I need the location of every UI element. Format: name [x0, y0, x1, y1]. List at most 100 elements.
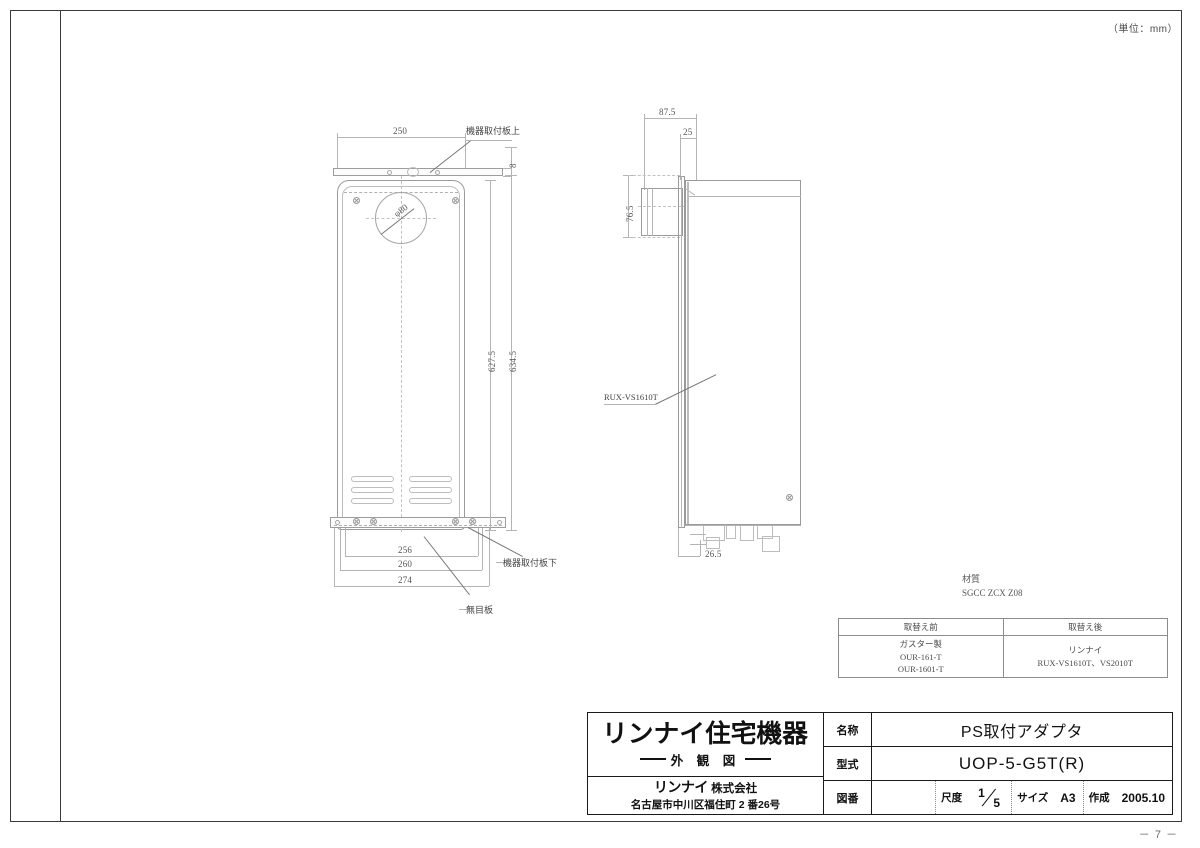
ext-line — [644, 118, 645, 190]
dim-bottom-offset: 26.5 — [705, 549, 722, 559]
center-boss — [407, 167, 419, 177]
fixing-screw — [435, 169, 440, 175]
ext-line — [696, 118, 697, 180]
row-drawing-number: 図番 尺度 1 5 サイズ A3 作成 2005.10 — [824, 781, 1172, 814]
ext-line — [465, 137, 466, 175]
fixing-screw — [497, 520, 502, 525]
louver-slot — [409, 498, 452, 504]
meta-group: 尺度 1 5 サイズ A3 作成 2005.10 — [935, 781, 1172, 814]
company-address: 名古屋市中川区福住町 2 番26号 — [630, 798, 781, 811]
value-scale: 1 5 — [967, 781, 1011, 814]
dim-line-25 — [680, 138, 696, 139]
dim-line-8 — [511, 147, 512, 175]
brand-cell: リンナイ住宅機器 外 観 図 — [588, 713, 823, 777]
value-created: 2005.10 — [1121, 790, 1165, 805]
before-maker: ガスター製 — [899, 639, 942, 650]
sheet-border — [10, 10, 1182, 822]
dim-flange: 25 — [683, 127, 693, 137]
dim-height-outer: 634.5 — [508, 350, 518, 372]
ext-line — [345, 528, 346, 556]
dim-tick — [485, 180, 496, 181]
heater-body-side — [685, 180, 801, 525]
ext-line — [680, 138, 681, 180]
dim-tick — [506, 530, 517, 531]
leader-shelf — [496, 562, 506, 563]
replacement-table: 取替え前 取替え後 ガスター製 OUR-161-T OUR-1601-T リンナ… — [838, 617, 1168, 679]
company-suffix: 株式会社 — [711, 782, 758, 795]
fixing-screw — [335, 520, 340, 525]
dim-tick — [696, 134, 697, 142]
body-screw — [469, 518, 476, 525]
label-blind-panel: 無目板 — [466, 605, 494, 615]
body-screw — [353, 518, 360, 525]
ext-line — [489, 528, 490, 586]
page-number: － 7 － — [1138, 829, 1178, 841]
label-mount-plate-top: 機器取付板上 — [466, 126, 521, 136]
company-name: リンナイ 株式会社 — [654, 779, 757, 798]
company-brand: リンナイ — [653, 779, 709, 796]
rule-left — [639, 758, 666, 760]
value-drawing-number — [872, 781, 935, 814]
louver-slot — [351, 498, 394, 504]
value-size: A3 — [1060, 790, 1076, 805]
row-model: 型式 UOP-5-G5T(R) — [824, 747, 1172, 781]
drawing-type-row: 外 観 図 — [639, 750, 772, 769]
leader-shelf — [466, 140, 512, 141]
title-block-left: リンナイ住宅機器 外 観 図 リンナイ 株式会社 名古屋市中川区福住町 2 番2… — [588, 713, 824, 814]
dim-tick — [485, 530, 496, 531]
dim-top-width: 250 — [393, 126, 408, 136]
ext-line — [478, 528, 479, 556]
dim-depth-total: 87.5 — [659, 107, 676, 117]
dim-duct-diameter: 76.5 — [625, 205, 635, 222]
body-screw — [353, 197, 360, 204]
hot-water-connection — [740, 525, 754, 541]
dim-line-634 — [511, 175, 512, 530]
dim-bottom-w2: 260 — [398, 559, 413, 569]
dim-bottom-w1: 256 — [398, 545, 413, 555]
leader-shelf — [459, 609, 469, 610]
centerline-spigot — [638, 206, 686, 207]
louver-slot — [409, 476, 452, 482]
ext-line — [337, 137, 338, 175]
dim-line-250 — [337, 137, 465, 138]
table-header-row: 取替え前 取替え後 — [838, 617, 1168, 637]
dim-line-256 — [345, 556, 478, 557]
unit-note: （単位：mm） — [1107, 24, 1178, 35]
heater-top-fold — [688, 196, 801, 197]
table-header-after: 取替え後 — [1002, 617, 1168, 637]
title-block-right: 名称 PS取付アダプタ 型式 UOP-5-G5T(R) 図番 尺度 1 5 — [824, 713, 1172, 814]
dim-line-265 — [678, 556, 700, 557]
mount-plate-edge — [503, 168, 511, 169]
dim-line-87 — [644, 118, 696, 119]
material-heading: 材質 — [962, 574, 981, 584]
fixing-screw — [387, 169, 392, 175]
dim-tick — [505, 147, 517, 148]
key-created: 作成 — [1082, 781, 1115, 814]
spigot-rib — [647, 188, 648, 236]
after-maker: リンナイ — [1068, 645, 1103, 656]
key-drawing-number: 図番 — [824, 781, 872, 814]
body-screw — [786, 494, 793, 501]
dim-tick — [506, 175, 517, 176]
spigot-rib — [652, 188, 653, 236]
hidden-edge-bottom — [334, 525, 502, 526]
body-screw — [370, 518, 377, 525]
adapter-plate-fold — [681, 176, 682, 528]
cell-after: リンナイ RUX-VS1610T、VS2010T — [1002, 635, 1168, 679]
key-product-name: 名称 — [824, 713, 872, 746]
louver-slot — [351, 476, 394, 482]
value-model: UOP-5-G5T(R) — [958, 753, 1086, 773]
leader-shelf — [604, 404, 656, 405]
key-scale: 尺度 — [935, 781, 967, 814]
after-models: RUX-VS1610T、VS2010T — [1037, 657, 1133, 668]
dim-line-274 — [334, 586, 489, 587]
dim-bottom-w3: 274 — [398, 575, 413, 585]
row-product-name: 名称 PS取付アダプタ — [824, 713, 1172, 747]
scale-fraction: 1 5 — [974, 785, 1004, 811]
body-screw — [452, 518, 459, 525]
sheet-binding-margin — [60, 10, 61, 822]
louver-slot — [351, 487, 394, 493]
ext-line-duct-top — [628, 175, 680, 176]
ext-line — [482, 528, 483, 570]
gas-connection-nut — [706, 537, 720, 549]
